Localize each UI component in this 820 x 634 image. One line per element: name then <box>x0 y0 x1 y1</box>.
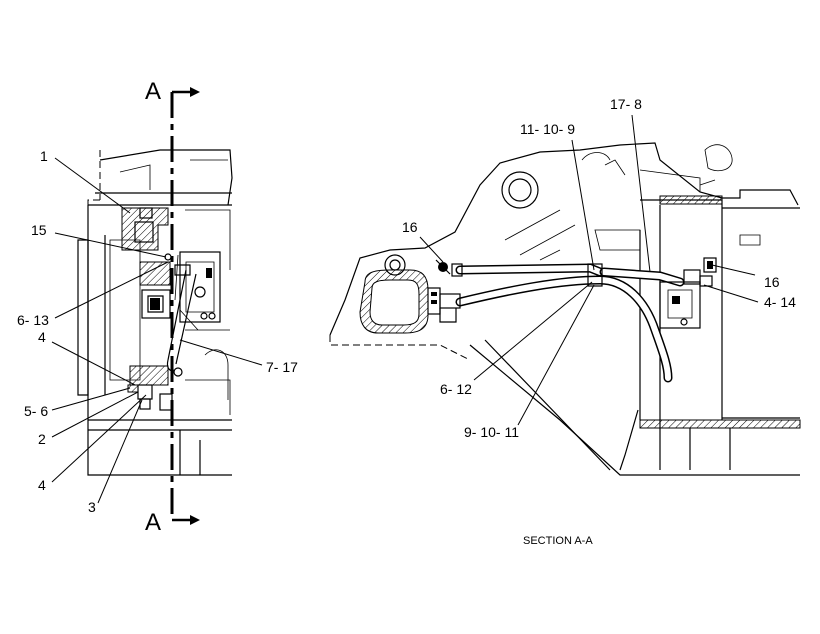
section-view: 17- 8 11- 10- 9 16 16 4- 14 6- 12 9- 10-… <box>329 96 801 547</box>
callout-5-6: 5- 6 <box>24 403 48 419</box>
section-marker-bottom: A <box>145 509 161 536</box>
callout-2: 2 <box>38 431 46 447</box>
callout-3: 3 <box>88 499 96 515</box>
section-caption: SECTION A-A <box>523 535 593 547</box>
left-view: A A 1 15 6- 13 4 5- 6 2 4 3 7- 17 <box>17 78 298 536</box>
callout-7-17: 7- 17 <box>266 359 298 375</box>
callout-17-8: 17- 8 <box>610 96 642 112</box>
callout-16-right: 16 <box>764 274 780 290</box>
callout-6-12: 6- 12 <box>440 381 472 397</box>
callout-1: 1 <box>40 148 48 164</box>
callout-4-14: 4- 14 <box>764 294 796 310</box>
callout-6-13: 6- 13 <box>17 312 49 328</box>
callout-9-10-11: 9- 10- 11 <box>464 424 519 440</box>
callout-4-upper: 4 <box>38 329 46 345</box>
callout-4-lower: 4 <box>38 477 46 493</box>
callout-16-left: 16 <box>402 219 418 235</box>
callout-15: 15 <box>31 222 47 238</box>
callout-11-10-9: 11- 10- 9 <box>520 121 575 137</box>
section-marker-top: A <box>145 78 161 105</box>
